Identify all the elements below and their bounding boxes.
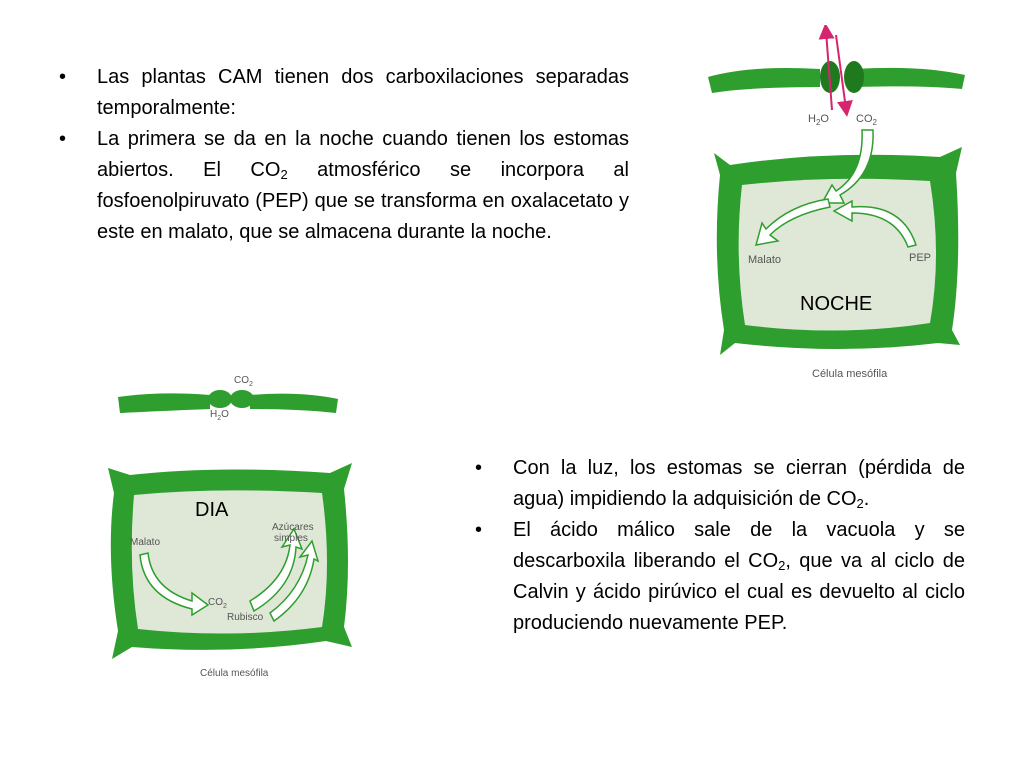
malato-label: Malato [130,537,160,548]
cell-caption: Célula mesófila [200,668,269,679]
co2-label: CO2 [234,375,253,388]
h2o-label: H2O [808,113,829,127]
bottom-bullet-list: Con la luz, los estomas se cierran (pérd… [475,453,965,639]
bullet-text: . [864,488,870,510]
co2-label: CO2 [856,113,878,127]
subscript: 2 [857,496,864,511]
top-bullet-list: Las plantas CAM tienen dos carboxilacion… [59,62,629,248]
subscript: 2 [280,167,287,182]
bullet-text: Las plantas CAM tienen dos carboxilacion… [97,66,629,119]
h2o-label: H2O [210,409,229,422]
bullet-text: Con la luz, los estomas se cierran (pérd… [513,457,965,510]
noche-label: NOCHE [800,293,872,316]
bullet-item: La primera se da en la noche cuando tien… [59,124,629,248]
bullet-item: El ácido málico sale de la vacuola y se … [475,515,965,639]
malato-label: Malato [748,254,781,266]
mesophyll-cell [714,147,962,355]
bullet-item: Las plantas CAM tienen dos carboxilacion… [59,62,629,124]
stoma-open [708,61,965,93]
night-cell-figure: H2O CO2 Malato PEP Célula mesófila [690,25,990,385]
pep-label: PEP [909,252,931,264]
rubisco-label: Rubisco [227,612,264,623]
cell-caption: Célula mesófila [812,368,888,380]
bullet-item: Con la luz, los estomas se cierran (pérd… [475,453,965,515]
dia-label: DIA [195,499,228,522]
